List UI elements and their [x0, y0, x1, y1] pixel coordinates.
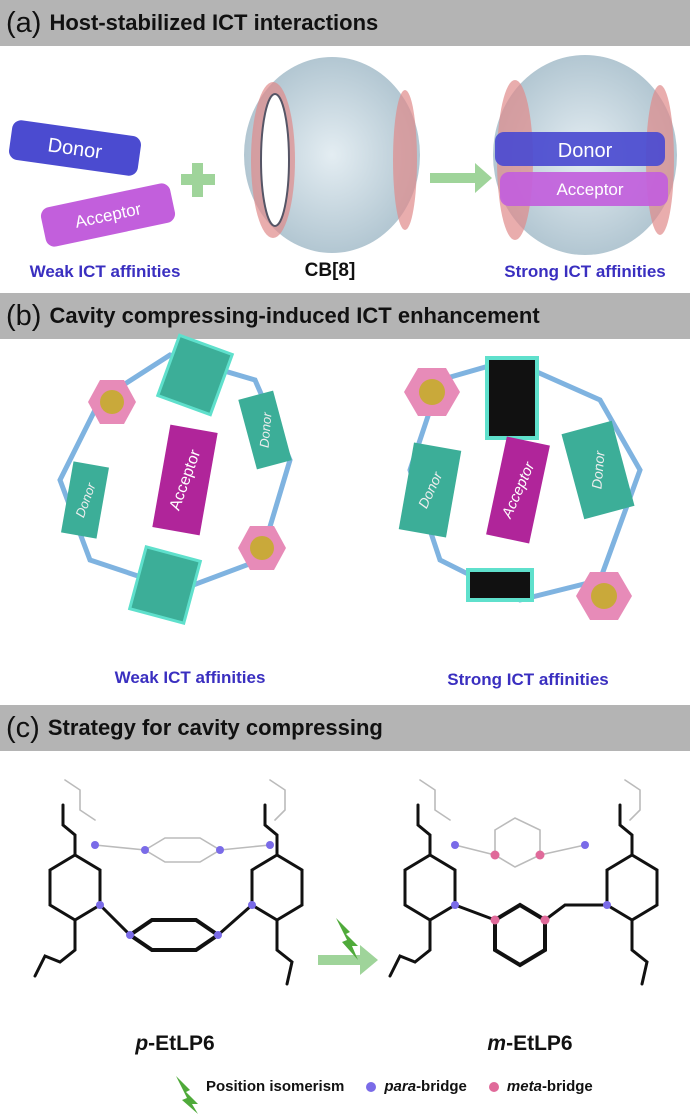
para-dot-icon: [366, 1081, 377, 1092]
m-etlp6-label: m-EtLP6: [487, 1032, 573, 1055]
panel-c-header: (c) Strategy for cavity compressing: [0, 705, 690, 751]
p-etlp6-structure: [33, 779, 304, 986]
svg-text:Donor: Donor: [256, 411, 274, 448]
svg-text:Acceptor: Acceptor: [556, 180, 623, 199]
legend-para: para: [384, 1078, 417, 1095]
plus-icon: [181, 163, 215, 197]
strong-caption: Strong ICT affinities: [504, 262, 666, 281]
svg-text:Donor: Donor: [588, 449, 607, 490]
legend: Position isomerism para-bridge meta-brid…: [206, 1078, 593, 1095]
cb8-host: [244, 57, 420, 253]
panel-label: (b): [6, 299, 42, 332]
svg-text:Donor: Donor: [558, 140, 613, 162]
lightning-icon: [176, 1076, 198, 1114]
meta-dot-icon: [488, 1081, 499, 1092]
p-etlp6-label: p-EtLP6: [135, 1032, 215, 1055]
panel-title: Strategy for cavity compressing: [47, 715, 383, 740]
legend-isomerism: Position isomerism: [206, 1078, 345, 1095]
arrow-icon: [318, 945, 378, 975]
weak-caption: Weak ICT affinities: [29, 262, 181, 281]
panel-title: Host-stabilized ICT interactions: [49, 10, 379, 35]
panel-label: (a): [6, 6, 42, 39]
panel-label: (c): [6, 711, 40, 744]
weak-caption: Weak ICT affinities: [114, 668, 266, 687]
donor-block: Donor: [9, 120, 141, 176]
panel-title: Cavity compressing-induced ICT enhanceme…: [49, 303, 540, 328]
legend-meta: meta: [506, 1078, 542, 1095]
panel-a-header: (a) Host-stabilized ICT interactions: [0, 0, 690, 46]
m-etlp6-structure: [388, 779, 659, 986]
arrow-icon: [430, 163, 492, 193]
lightning-icon: [336, 918, 358, 960]
panel-b-header: (b) Cavity compressing-induced ICT enhan…: [0, 293, 690, 339]
compressed-macrocycle: Donor Donor Acceptor: [398, 356, 643, 620]
loose-macrocycle: Donor Donor Acceptor: [57, 333, 293, 625]
acceptor-block: Acceptor: [40, 183, 176, 247]
host-label: CB[8]: [304, 260, 356, 281]
strong-caption: Strong ICT affinities: [447, 670, 609, 689]
complex: Donor Acceptor: [493, 55, 677, 255]
